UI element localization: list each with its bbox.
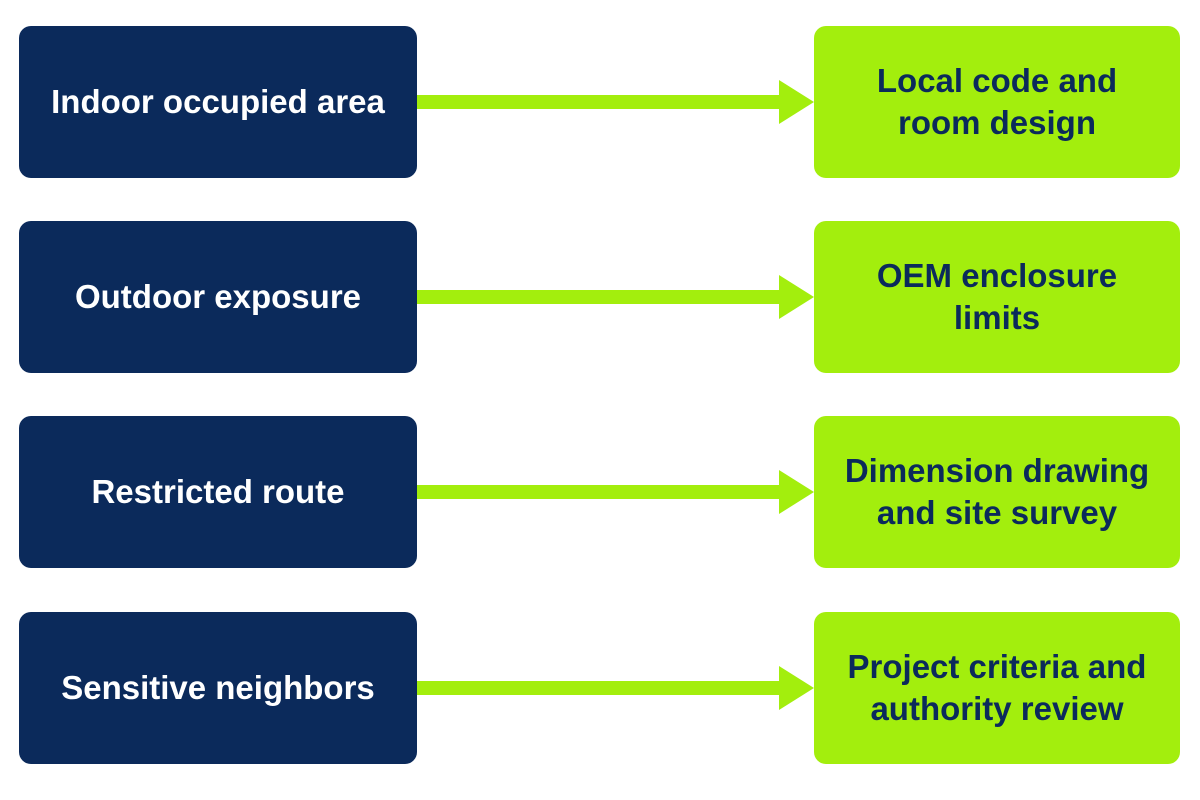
target-label: Local code and room design bbox=[876, 62, 1118, 141]
source-box: Restricted route bbox=[19, 416, 417, 568]
arrow-right-icon bbox=[417, 666, 814, 710]
target-box: Local code and room design bbox=[814, 26, 1180, 178]
flow-row: Outdoor exposure OEM enclosure limits bbox=[0, 221, 1200, 373]
source-box: Outdoor exposure bbox=[19, 221, 417, 373]
target-label: OEM enclosure limits bbox=[876, 257, 1118, 336]
target-box: Project criteria and authority review bbox=[814, 612, 1180, 764]
source-label: Outdoor exposure bbox=[74, 278, 362, 315]
arrow-right-icon bbox=[417, 275, 814, 319]
arrow-right-icon bbox=[417, 80, 814, 124]
flow-row: Sensitive neighbors Project criteria and… bbox=[0, 612, 1200, 764]
target-label: Project criteria and authority review bbox=[847, 648, 1147, 727]
source-box: Indoor occupied area bbox=[19, 26, 417, 178]
source-label: Indoor occupied area bbox=[51, 83, 385, 120]
source-label: Sensitive neighbors bbox=[61, 669, 375, 706]
flow-row: Indoor occupied area Local code and room… bbox=[0, 26, 1200, 178]
target-label: Dimension drawing and site survey bbox=[844, 452, 1150, 531]
target-box: Dimension drawing and site survey bbox=[814, 416, 1180, 568]
source-label: Restricted route bbox=[91, 473, 345, 510]
source-box: Sensitive neighbors bbox=[19, 612, 417, 764]
target-box: OEM enclosure limits bbox=[814, 221, 1180, 373]
arrow-right-icon bbox=[417, 470, 814, 514]
flow-row: Restricted route Dimension drawing and s… bbox=[0, 416, 1200, 568]
